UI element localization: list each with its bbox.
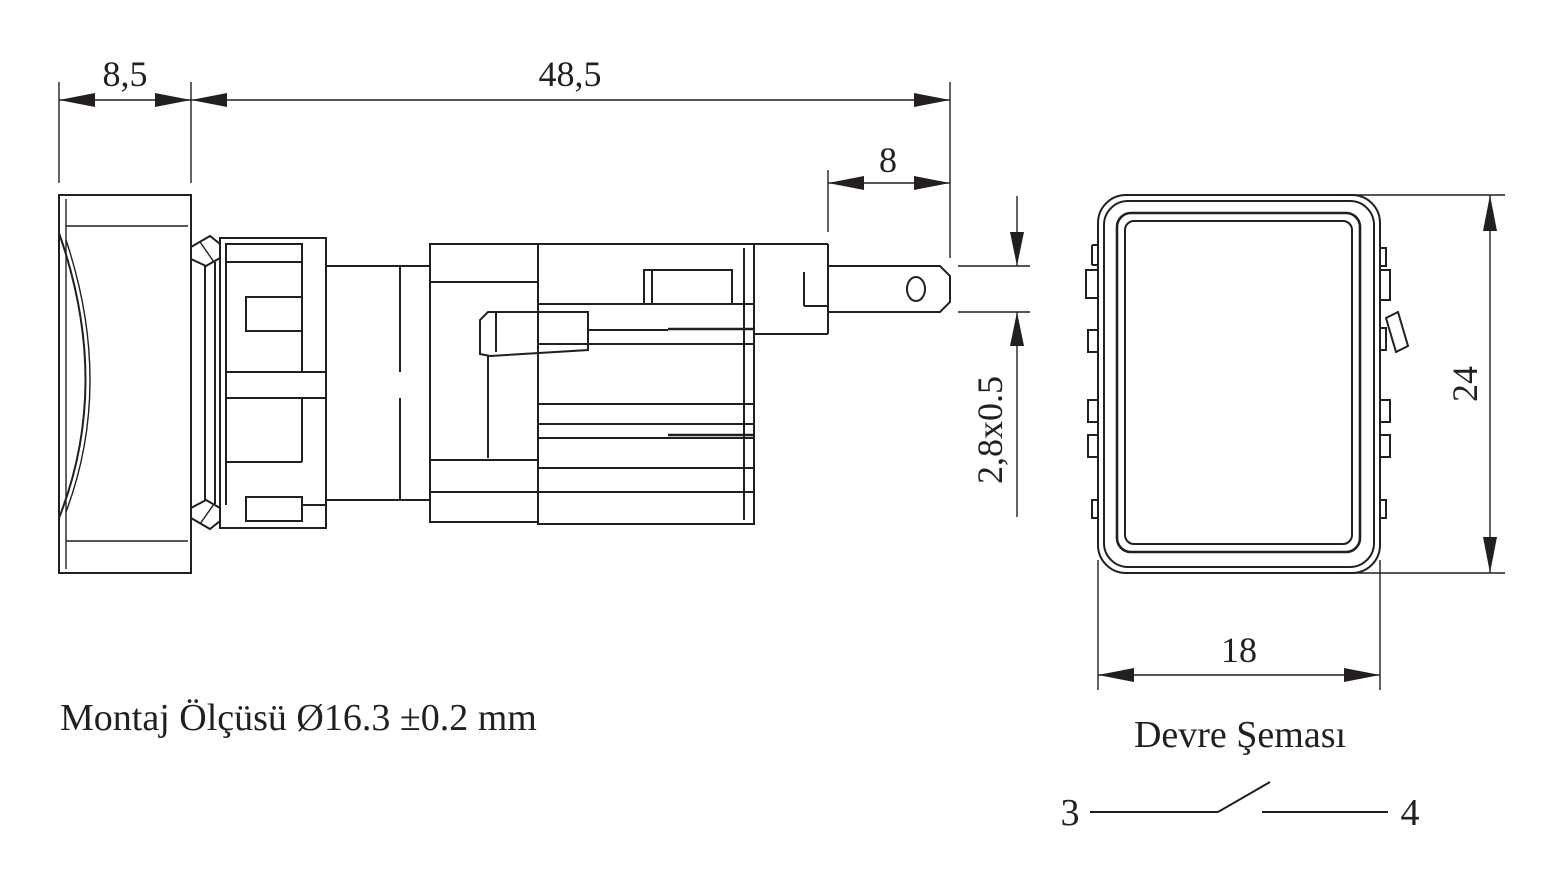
dimension-labels: 8,5 48,5 8 2,8x0.5	[103, 54, 1011, 484]
dim-terminal-section: 2,8x0.5	[970, 376, 1010, 484]
dim-terminal-length: 8	[879, 140, 897, 180]
bezel-clips	[190, 234, 221, 531]
dim-body-length: 48,5	[539, 54, 602, 94]
dim-bezel-depth: 8,5	[103, 54, 148, 94]
circuit-switch-contact	[1217, 781, 1271, 813]
circuit-terminal-4: 4	[1401, 792, 1420, 834]
side-view	[58, 194, 951, 574]
dimension-lines	[58, 82, 1030, 517]
mounting-note: Montaj Ölçüsü Ø16.3 ±0.2 mm	[60, 697, 537, 739]
circuit-terminal-3: 3	[1061, 792, 1080, 834]
circuit-title: Devre Şeması	[1134, 714, 1346, 756]
switch-body	[429, 243, 829, 525]
front-view	[1085, 194, 1410, 574]
collar	[219, 237, 327, 529]
front-bezel	[58, 194, 192, 574]
circuit-diagram: 3 4	[1061, 781, 1420, 834]
terminal-blade	[827, 265, 951, 313]
neck	[326, 265, 430, 501]
dim-front-width: 18	[1221, 630, 1257, 670]
front-dimension-labels: 24 18	[1221, 366, 1485, 670]
front-dimension-lines	[1097, 194, 1505, 690]
dim-front-height: 24	[1445, 366, 1485, 402]
